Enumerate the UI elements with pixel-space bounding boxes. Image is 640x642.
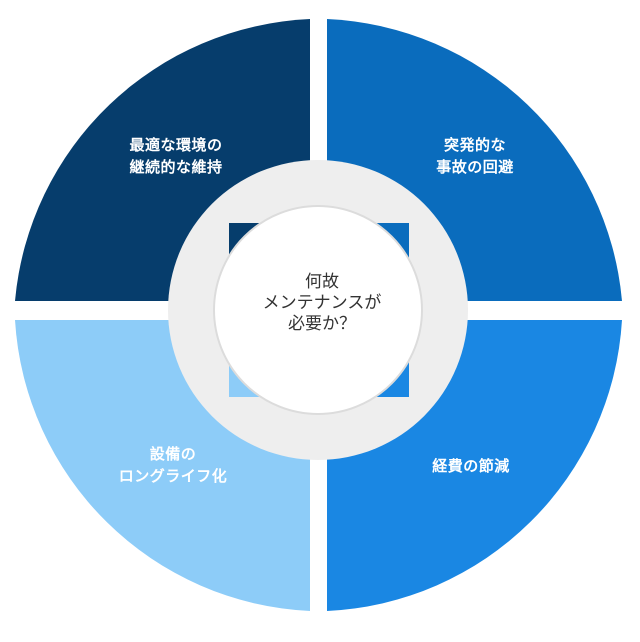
quadrant-top-right-line-2: 事故の回避: [436, 158, 514, 176]
quadrant-top-left-line-2: 継続的な維持: [129, 158, 223, 176]
quadrant-top-right-label: 突発的な 事故の回避: [375, 134, 575, 178]
quadrant-bottom-left-line-1: 設備の: [149, 445, 197, 463]
center-disc: [213, 205, 423, 415]
quadrant-bottom-right-line-1: 経費の節減: [432, 457, 510, 475]
quadrant-bottom-right-label: 経費の節減: [371, 455, 571, 477]
center-question: 何故 メンテナンスが 必要か？: [222, 272, 422, 335]
quadrant-top-right-line-1: 突発的な: [443, 136, 506, 154]
quadrant-bottom-left-line-2: ロングライフ化: [118, 467, 228, 485]
center-question-line-1: 何故: [305, 272, 339, 292]
center-question-line-3: 必要か？: [288, 314, 356, 334]
quadrant-top-left-line-1: 最適な環境の: [129, 136, 223, 154]
center-question-line-2: メンテナンスが: [262, 293, 382, 313]
quadrant-top-left-label: 最適な環境の 継続的な維持: [76, 134, 276, 178]
quadrant-bottom-left-label: 設備の ロングライフ化: [73, 443, 273, 487]
